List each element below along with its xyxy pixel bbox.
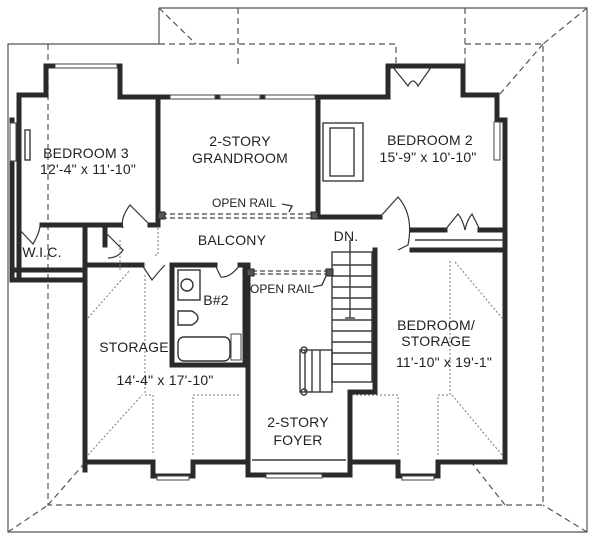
door-linen[interactable] bbox=[104, 231, 124, 259]
grandroom-label-1: 2-STORY bbox=[209, 133, 271, 149]
staircase bbox=[299, 240, 373, 396]
window-bedroom-storage bbox=[401, 475, 435, 481]
door-bedroom2[interactable] bbox=[379, 196, 411, 251]
bedroom-storage-label-1: BEDROOM/ bbox=[397, 317, 475, 333]
window-bath bbox=[230, 333, 242, 361]
bathtub-icon bbox=[177, 336, 231, 362]
bedroom-storage-dims: 11'-10" x 19'-1" bbox=[396, 354, 492, 370]
balcony-label: BALCONY bbox=[198, 232, 267, 248]
bath-fixtures bbox=[24, 122, 364, 362]
roof-outline bbox=[7, 7, 588, 533]
window-storage bbox=[156, 475, 190, 481]
stair-down-label: DN. bbox=[334, 228, 359, 244]
doors bbox=[17, 65, 481, 282]
foyer-label-2: FOYER bbox=[273, 432, 322, 448]
window-bedroom2-side bbox=[493, 121, 501, 161]
room-labels: BEDROOM 3 12'-4" x 11'-10" 2-STORY GRAND… bbox=[22, 132, 492, 448]
door-wic[interactable] bbox=[17, 224, 41, 245]
window-foyer bbox=[265, 473, 323, 479]
sink-icon bbox=[180, 278, 194, 292]
bedroom2-dims: 15'-9" x 10'-10" bbox=[379, 149, 476, 165]
bath2-label: B#2 bbox=[203, 292, 229, 308]
door-bath2[interactable] bbox=[214, 264, 241, 278]
open-rail-upper-label: OPEN RAIL bbox=[212, 196, 276, 210]
door-bedroom3[interactable] bbox=[121, 204, 151, 229]
window-grandroom-1 bbox=[169, 94, 216, 100]
bedroom3-label: BEDROOM 3 bbox=[43, 145, 129, 161]
bedroom2-label: BEDROOM 2 bbox=[387, 132, 473, 148]
door-bedroom2-closet[interactable] bbox=[444, 212, 481, 231]
walls bbox=[9, 63, 508, 479]
storage-dims: 14'-4" x 17'-10" bbox=[116, 372, 213, 388]
bedroom-storage-label-2: STORAGE bbox=[401, 333, 471, 349]
open-rail-lower-label: OPEN RAIL bbox=[250, 282, 314, 296]
open-rails bbox=[157, 203, 334, 288]
window-bedroom3 bbox=[54, 63, 118, 69]
door-storage[interactable] bbox=[141, 264, 166, 282]
wic-label: W.I.C. bbox=[22, 244, 61, 260]
storage-label: STORAGE bbox=[99, 339, 169, 355]
window-bedroom3-side bbox=[9, 122, 17, 162]
foyer-label-1: 2-STORY bbox=[267, 414, 329, 430]
window-grandroom-3 bbox=[264, 94, 316, 100]
fireplace bbox=[322, 122, 364, 182]
door-bedroom2-closet-top[interactable] bbox=[391, 65, 433, 88]
bedroom3-dims: 12'-4" x 11'-10" bbox=[40, 161, 136, 177]
toilet-icon bbox=[177, 310, 199, 326]
grandroom-label-2: GRANDROOM bbox=[192, 150, 288, 166]
window-grandroom-2 bbox=[219, 94, 261, 100]
ceiling-slopes bbox=[87, 228, 503, 456]
windows bbox=[9, 63, 501, 481]
